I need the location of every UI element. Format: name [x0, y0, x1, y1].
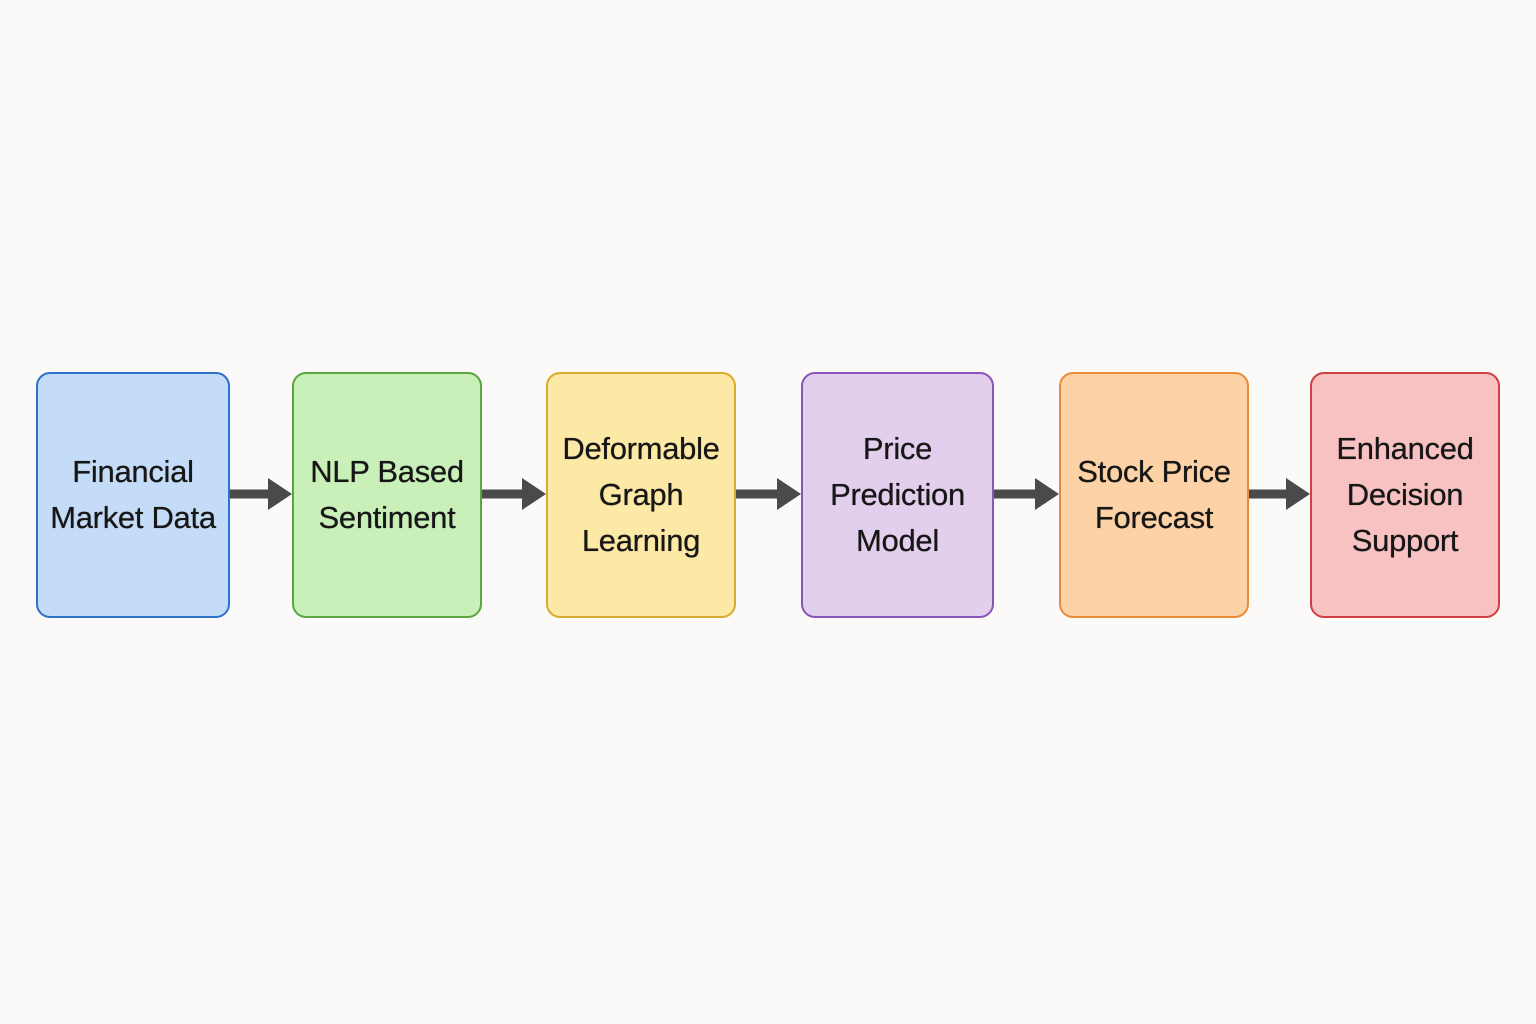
arrow-head	[777, 478, 801, 510]
arrow-2	[482, 478, 546, 510]
arrow-head	[1286, 478, 1310, 510]
arrow-3	[736, 478, 801, 510]
arrow-5	[1249, 478, 1310, 510]
step-label: Deformable Graph Learning	[562, 431, 720, 558]
step-label: Price Prediction Model	[830, 431, 965, 558]
arrow-shaft	[994, 489, 1036, 499]
arrow-4	[994, 478, 1059, 510]
step-label: NLP Based Sentiment	[310, 454, 464, 535]
arrow-shaft	[482, 489, 523, 499]
step-financial-market-data: Financial Market Data	[36, 372, 230, 618]
step-nlp-based-sentiment: NLP Based Sentiment	[292, 372, 482, 618]
step-label: Financial Market Data	[50, 454, 216, 535]
step-stock-price-forecast: Stock Price Forecast	[1059, 372, 1249, 618]
step-label: Stock Price Forecast	[1077, 454, 1231, 535]
step-label: Enhanced Decision Support	[1336, 431, 1474, 558]
arrow-head	[522, 478, 546, 510]
arrow-shaft	[1249, 489, 1287, 499]
arrow-shaft	[736, 489, 778, 499]
step-enhanced-decision-support: Enhanced Decision Support	[1310, 372, 1500, 618]
step-deformable-graph-learning: Deformable Graph Learning	[546, 372, 736, 618]
arrow-1	[230, 478, 292, 510]
arrow-shaft	[230, 489, 269, 499]
arrow-head	[268, 478, 292, 510]
arrow-head	[1035, 478, 1059, 510]
step-price-prediction-model: Price Prediction Model	[801, 372, 994, 618]
